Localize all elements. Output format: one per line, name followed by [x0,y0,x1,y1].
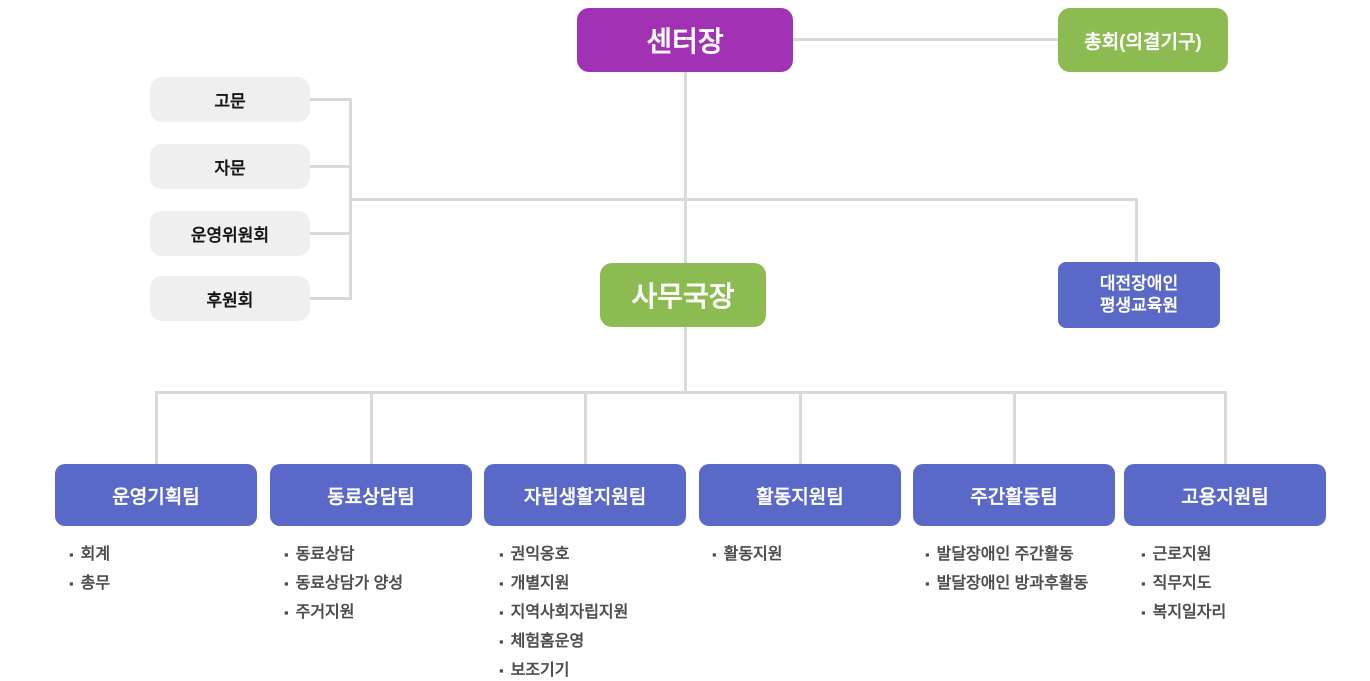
connector-drop-team4 [799,391,802,464]
bullet-icon: ▪ [284,605,289,620]
center-director-label: 센터장 [646,26,724,57]
box-education-center: 대전장애인 평생교육원 [1058,262,1220,328]
education-center-label: 대전장애인 평생교육원 [1100,273,1178,317]
connector-teams-rail [155,391,1227,394]
box-general-assembly: 총회(의결기구) [1058,8,1228,72]
list-item: ▪지역사회자립지원 [499,598,714,627]
list-item: ▪보조기기 [499,656,714,681]
box-team-operations-planning: 운영기획팀 [55,464,257,526]
connector-stub-committee [310,232,352,235]
bullet-icon: ▪ [499,547,504,562]
connector-stub-advisor [310,98,352,101]
advisor-label: 고문 [214,92,246,111]
consultant-label: 자문 [214,159,246,178]
connector-cross-branch [349,198,1138,201]
bullet-icon: ▪ [499,576,504,591]
list-day-activity: ▪발달장애인 주간활동 ▪발달장애인 방과후활동 [925,540,1140,598]
bullet-icon: ▪ [1141,605,1146,620]
list-item: ▪근로지원 [1141,540,1356,569]
team-employment-support-label: 고용지원팀 [1181,486,1269,508]
box-team-peer-counseling: 동료상담팀 [270,464,472,526]
education-center-line1: 대전장애인 [1099,273,1179,293]
bullet-icon: ▪ [499,634,504,649]
bullet-icon: ▪ [69,547,74,562]
bullet-icon: ▪ [284,547,289,562]
connector-drop-team5 [1013,391,1016,464]
connector-secretary-teams [684,327,687,393]
team-peer-counseling-label: 동료상담팀 [327,486,415,508]
list-operations-planning: ▪회계 ▪총무 [69,540,284,598]
connector-drop-team3 [584,391,587,464]
list-item: ▪복지일자리 [1141,598,1356,627]
box-team-day-activity: 주간활동팀 [913,464,1115,526]
list-item: ▪동료상담가 양성 [284,569,499,598]
list-item: ▪발달장애인 주간활동 [925,540,1140,569]
list-item: ▪활동지원 [712,540,927,569]
list-item: ▪개별지원 [499,569,714,598]
connector-stub-supporters [310,297,352,300]
connector-drop-team6 [1224,391,1227,464]
connector-drop-team2 [370,391,373,464]
list-employment-support: ▪근로지원 ▪직무지도 ▪복지일자리 [1141,540,1356,627]
bullet-icon: ▪ [925,547,930,562]
supporters-association-label: 후원회 [206,291,254,310]
team-independent-living-label: 자립생활지원팀 [523,486,647,508]
team-activity-support-label: 활동지원팀 [756,486,844,508]
list-peer-counseling: ▪동료상담 ▪동료상담가 양성 ▪주거지원 [284,540,499,627]
box-consultant: 자문 [150,144,310,189]
team-day-activity-label: 주간활동팀 [970,486,1058,508]
steering-committee-label: 운영위원회 [190,226,270,245]
list-item: ▪주거지원 [284,598,499,627]
list-item: ▪회계 [69,540,284,569]
connector-director-assembly [793,38,1058,41]
bullet-icon: ▪ [499,605,504,620]
connector-drop-team1 [155,391,158,464]
box-team-independent-living: 자립생활지원팀 [484,464,686,526]
list-activity-support: ▪활동지원 [712,540,927,569]
connector-director-secretary [684,72,687,263]
list-independent-living: ▪권익옹호 ▪개별지원 ▪지역사회자립지원 ▪체험홈운영 ▪보조기기 [499,540,714,681]
education-center-line2: 평생교육원 [1099,296,1179,315]
bullet-icon: ▪ [712,547,717,562]
box-supporters-association: 후원회 [150,276,310,321]
bullet-icon: ▪ [925,576,930,591]
box-secretary-general: 사무국장 [600,263,766,327]
list-item: ▪발달장애인 방과후활동 [925,569,1140,598]
team-operations-planning-label: 운영기획팀 [112,486,200,508]
box-center-director: 센터장 [577,8,793,72]
list-item: ▪동료상담 [284,540,499,569]
list-item: ▪권익옹호 [499,540,714,569]
general-assembly-label: 총회(의결기구) [1084,31,1202,53]
list-item: ▪직무지도 [1141,569,1356,598]
bullet-icon: ▪ [69,576,74,591]
secretary-general-label: 사무국장 [631,281,735,312]
box-team-activity-support: 활동지원팀 [699,464,901,526]
box-advisor: 고문 [150,77,310,122]
list-item: ▪총무 [69,569,284,598]
connector-stub-consultant [310,165,352,168]
connector-education-center-drop [1135,198,1138,262]
list-item: ▪체험홈운영 [499,627,714,656]
box-team-employment-support: 고용지원팀 [1124,464,1326,526]
box-steering-committee: 운영위원회 [150,211,310,256]
bullet-icon: ▪ [284,576,289,591]
bullet-icon: ▪ [1141,547,1146,562]
bullet-icon: ▪ [1141,576,1146,591]
bullet-icon: ▪ [499,663,504,678]
